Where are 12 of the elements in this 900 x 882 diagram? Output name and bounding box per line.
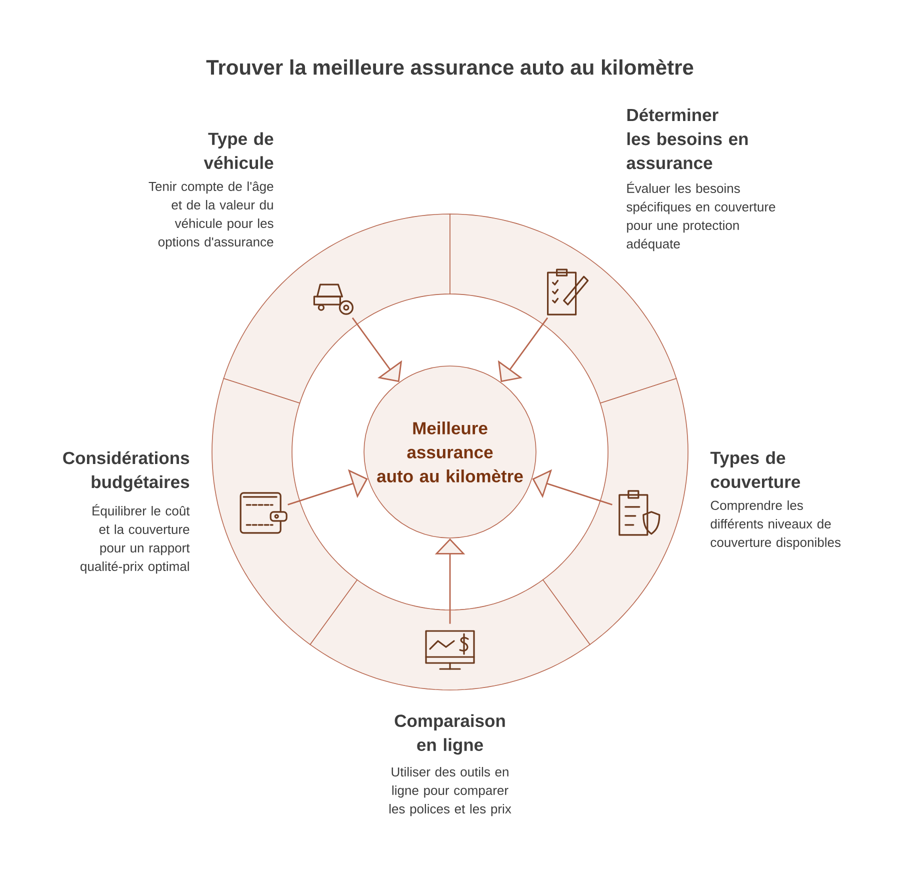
- heading: Déterminer les besoins en assurance: [626, 108, 748, 170]
- description: Comprendre les différents niveaux de couverture disponibles: [710, 500, 840, 550]
- description: Tenir compte de l'âge et de la valeur du véhicule pour les options d'assurance: [148, 181, 274, 250]
- heading: Considérations budgétaires: [63, 451, 190, 492]
- title: Trouver la meilleure assurance auto au kilomètre: [206, 59, 694, 75]
- description: Utiliser des outils en ligne pour comparer les polices et les prix: [389, 766, 512, 816]
- heading: Comparaison en ligne: [394, 714, 505, 755]
- heading: Types de couverture: [710, 451, 800, 488]
- heading: Type de véhicule: [204, 132, 274, 170]
- description: Équilibrer le coût et la couverture pour un rapport qualité-prix optimal: [80, 504, 190, 574]
- arrow: [288, 469, 368, 506]
- description: Évaluer les besoins spécifiques en couverture pour une protection adéquate: [626, 182, 776, 252]
